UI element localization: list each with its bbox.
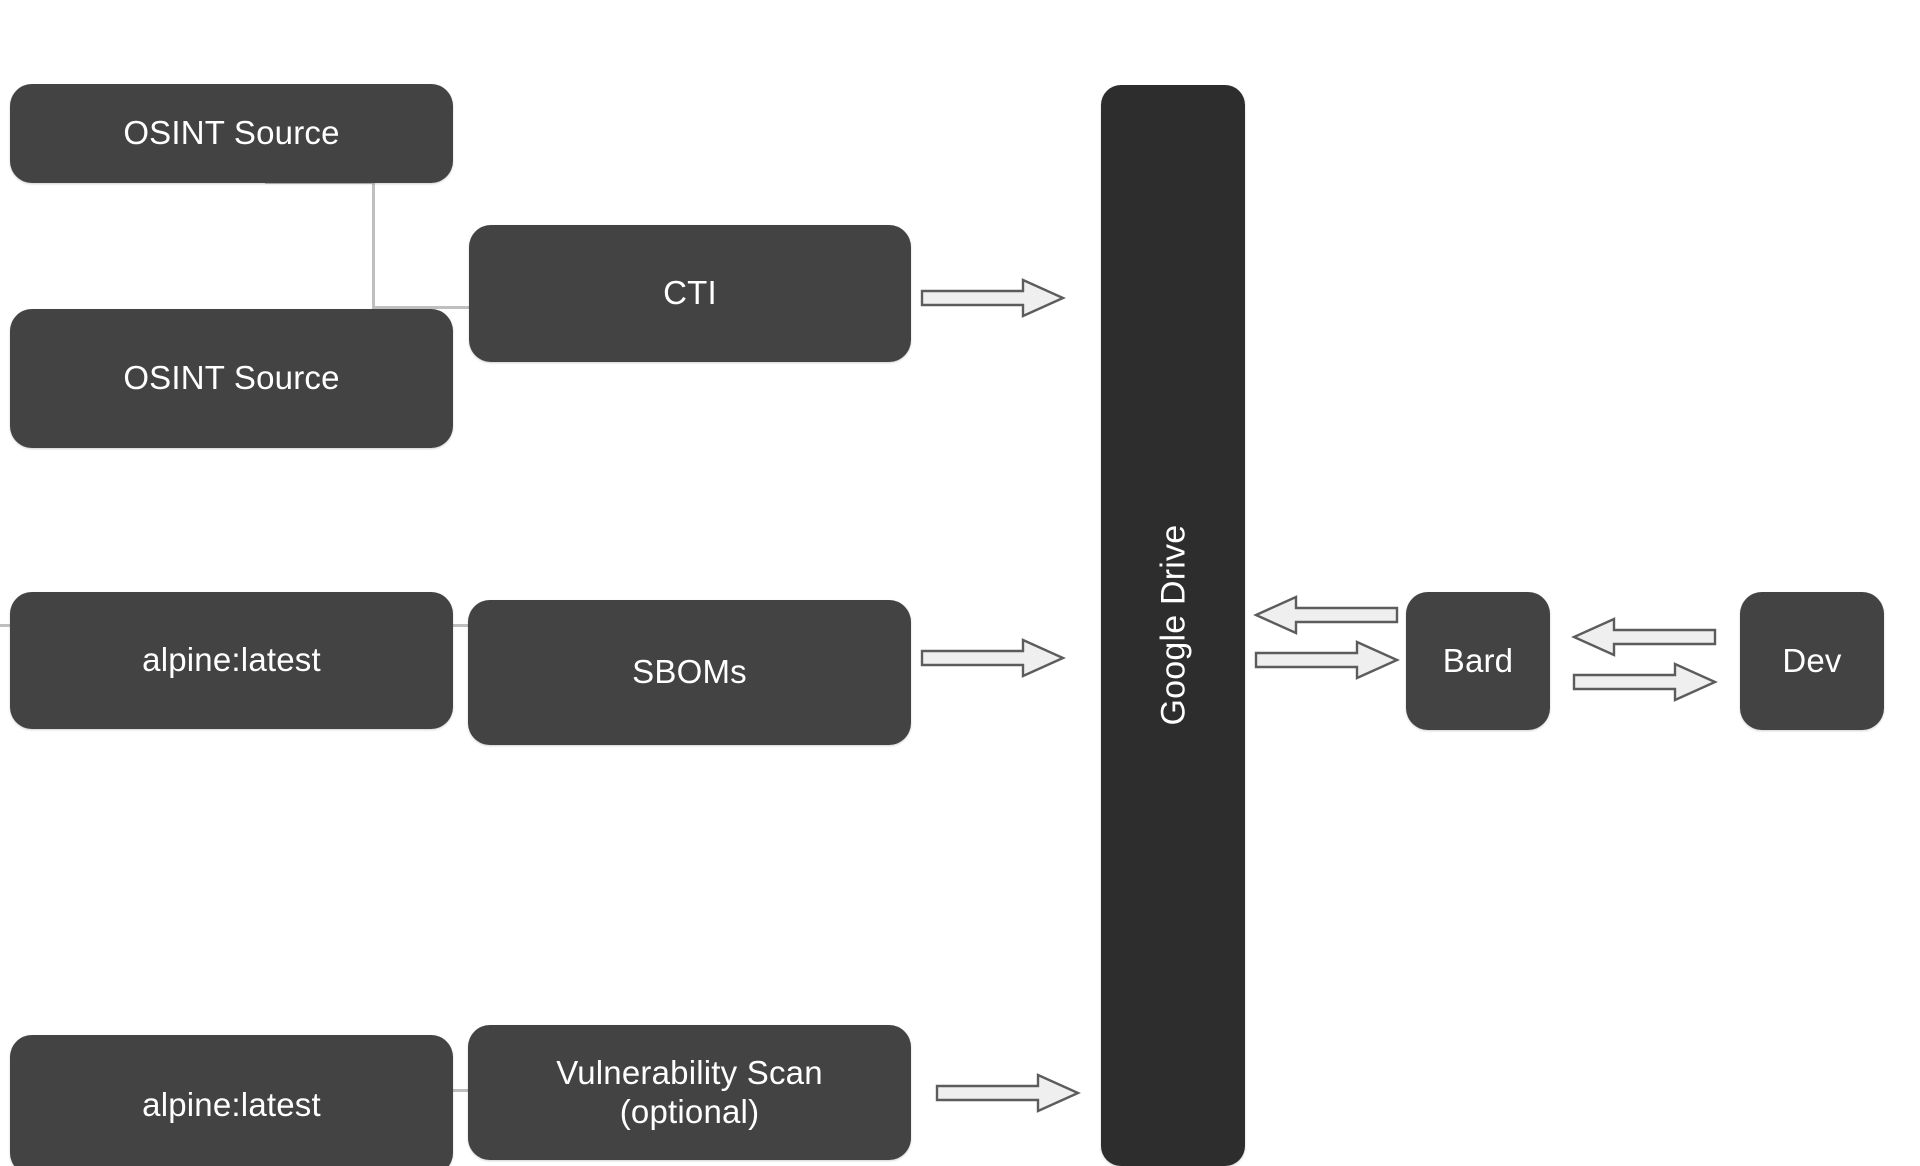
node-label: Dev: [1782, 641, 1842, 679]
connector-alpine2-to-vuln: [446, 1089, 472, 1092]
arrow-dev-to-bard[interactable]: [1571, 617, 1717, 657]
connector-alpine1-to-sboms: [446, 624, 472, 627]
node-label: CTI: [663, 274, 717, 312]
node-osint-source-2[interactable]: OSINT Source: [10, 309, 453, 448]
node-bard[interactable]: Bard: [1406, 592, 1550, 730]
node-cti[interactable]: CTI: [469, 225, 911, 362]
node-label: Vulnerability Scan (optional): [556, 1053, 823, 1130]
node-sboms[interactable]: SBOMs: [468, 600, 911, 745]
node-label: OSINT Source: [123, 114, 340, 152]
arrow-bard-to-drive[interactable]: [1253, 595, 1399, 635]
node-alpine-latest-vuln[interactable]: alpine:latest: [10, 1035, 453, 1166]
connector-osint2-to-cti: [448, 306, 470, 309]
node-label: Google Drive: [1153, 525, 1192, 726]
connector-osint1-to-cti-vertical: [372, 181, 375, 308]
arrow-sboms-to-drive[interactable]: [920, 638, 1066, 678]
arrow-bard-to-dev[interactable]: [1572, 662, 1718, 702]
node-google-drive[interactable]: Google Drive: [1101, 85, 1245, 1166]
connector-osint1-to-cti-entry: [372, 306, 468, 309]
arrow-drive-to-bard[interactable]: [1254, 640, 1400, 680]
connector-stub-alpine1-left: [0, 624, 14, 627]
node-vulnerability-scan[interactable]: Vulnerability Scan (optional): [468, 1025, 911, 1160]
arrow-vulnerability-scan-to-drive[interactable]: [935, 1073, 1081, 1113]
node-dev[interactable]: Dev: [1740, 592, 1884, 730]
arrow-cti-to-drive[interactable]: [920, 278, 1066, 318]
node-alpine-latest-sbom[interactable]: alpine:latest: [10, 592, 453, 729]
node-label: alpine:latest: [142, 1085, 321, 1123]
node-label: SBOMs: [632, 653, 747, 691]
node-label: OSINT Source: [123, 359, 340, 397]
node-osint-source-1[interactable]: OSINT Source: [10, 84, 453, 183]
node-label: Bard: [1442, 641, 1514, 679]
node-label: alpine:latest: [142, 641, 321, 679]
